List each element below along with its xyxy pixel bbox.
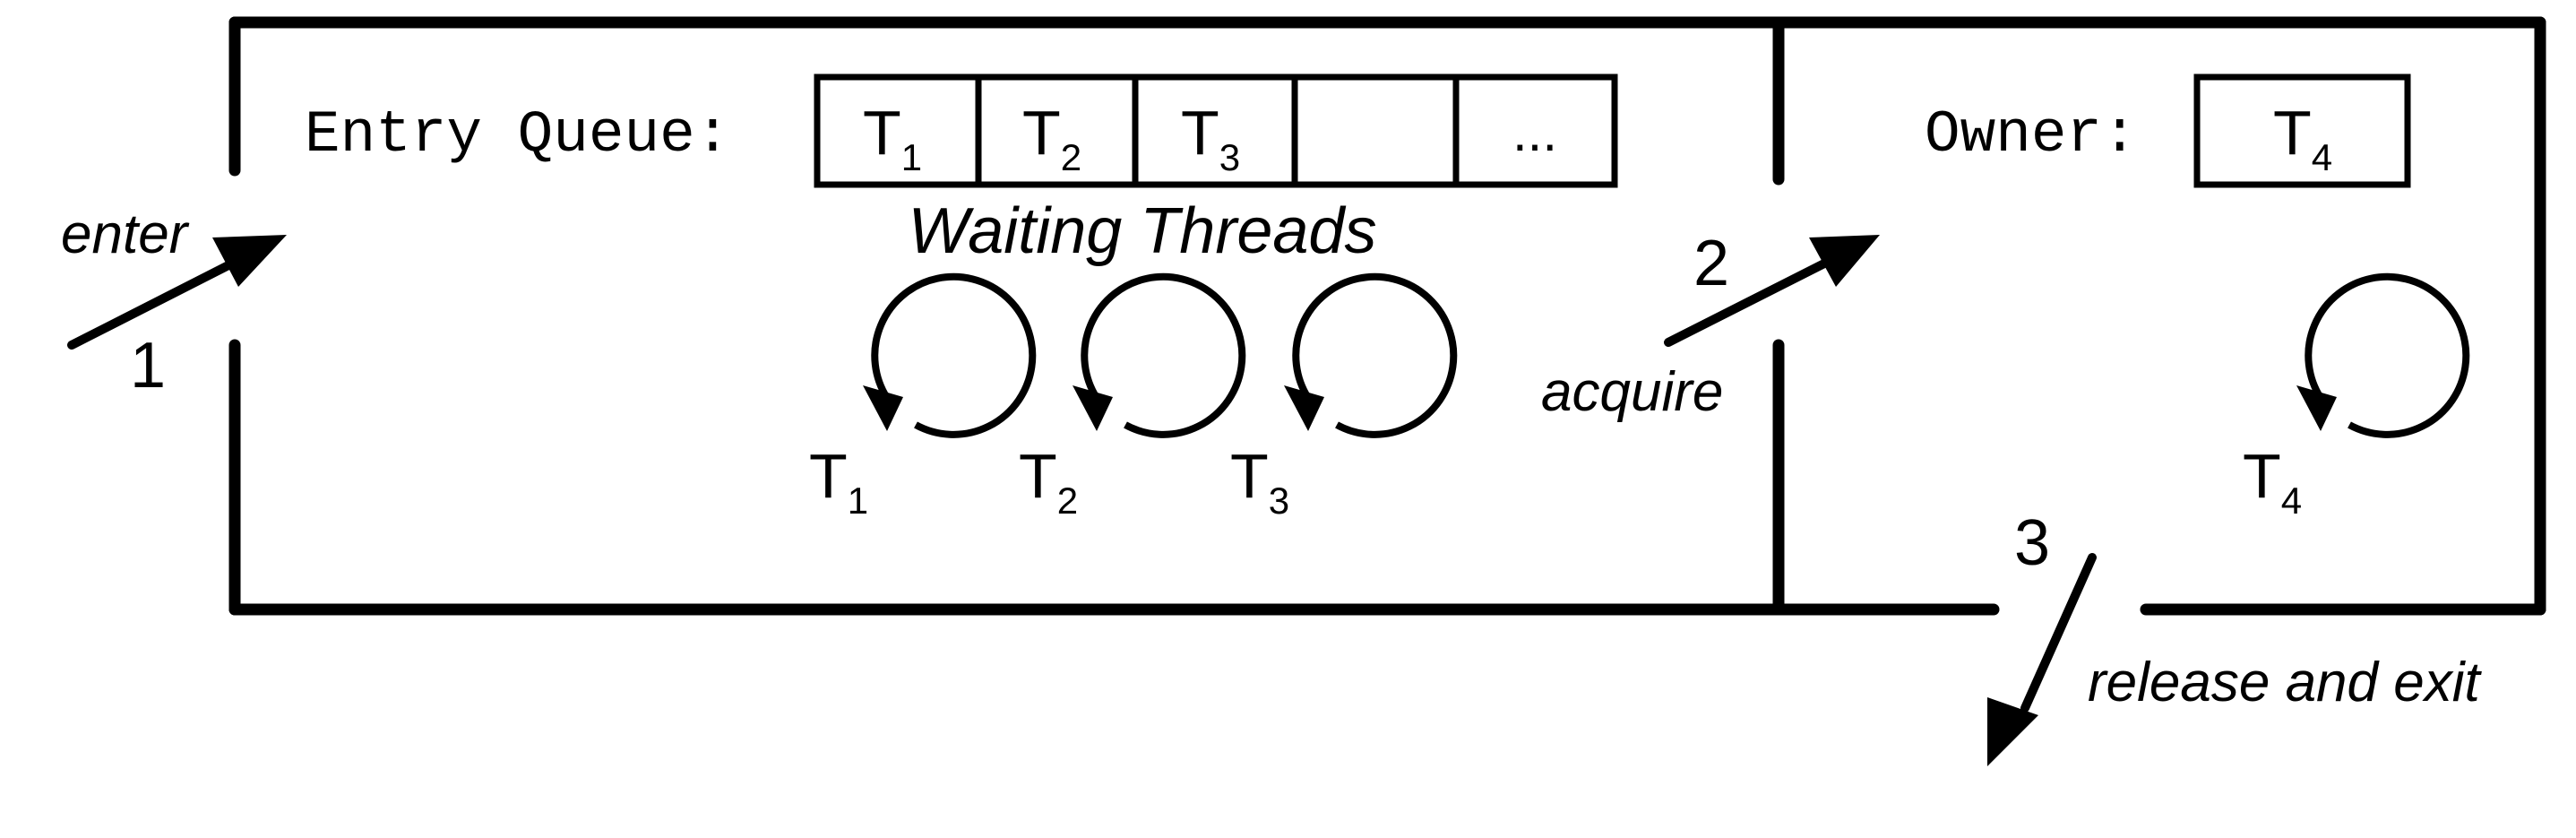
owner-label: Owner: [1925, 101, 2138, 168]
thread-loop-arrowhead [2296, 385, 2337, 431]
enter-arrow-shaft [67, 261, 233, 350]
thread-label: T3 [1230, 441, 1289, 522]
queue-slot: T1 [863, 98, 922, 178]
queue-slot-ellipsis: ... [1512, 102, 1557, 162]
entry-queue-label: Entry Queue: [305, 101, 730, 168]
queue-slot: T2 [1022, 98, 1081, 178]
enter-arrow-head [212, 235, 287, 287]
waiting-thread: T3 [1230, 272, 1458, 522]
acquire-label: acquire [1541, 361, 1723, 423]
monitor-walls [228, 16, 2546, 616]
thread-loop-arrowhead [863, 385, 903, 431]
waiting-thread: T1 [809, 272, 1037, 522]
step-2-number: 2 [1693, 228, 1729, 299]
acquire-arrow-shaft [1664, 257, 1832, 347]
release-arrow-shaft [2020, 553, 2097, 713]
release-arrow-head [1987, 697, 2038, 766]
queue-slot: T3 [1181, 98, 1240, 178]
owner-box [2193, 73, 2411, 188]
enter-arrow [67, 235, 287, 350]
release-arrow [1987, 553, 2097, 766]
step-3-number: 3 [2014, 507, 2050, 579]
enter-label: enter [61, 203, 190, 265]
acquire-arrow [1664, 235, 1880, 347]
owner-slot: T4 [2273, 98, 2332, 178]
entry-queue-box [814, 73, 1618, 188]
owner-thread: T4 [2243, 272, 2470, 522]
thread-label: T1 [809, 441, 868, 522]
thread-loop-arc [1292, 272, 1458, 438]
step-1-number: 1 [130, 330, 166, 402]
thread-label: T4 [2243, 441, 2302, 522]
thread-loop-arrowhead [1073, 385, 1113, 431]
acquire-arrow-head [1809, 235, 1880, 287]
release-label: release and exit [2088, 652, 2482, 713]
waiting-threads-caption: Waiting Threads [909, 195, 1377, 267]
thread-loop-arc [871, 272, 1037, 438]
entry-queue: T1 T2 T3 ... [814, 73, 1618, 188]
thread-label: T2 [1019, 441, 1078, 522]
waiting-thread: T2 [1019, 272, 1246, 522]
thread-loop-arc [1081, 272, 1246, 438]
thread-loop-arc [2305, 272, 2470, 438]
thread-loop-arrowhead [1284, 385, 1324, 431]
